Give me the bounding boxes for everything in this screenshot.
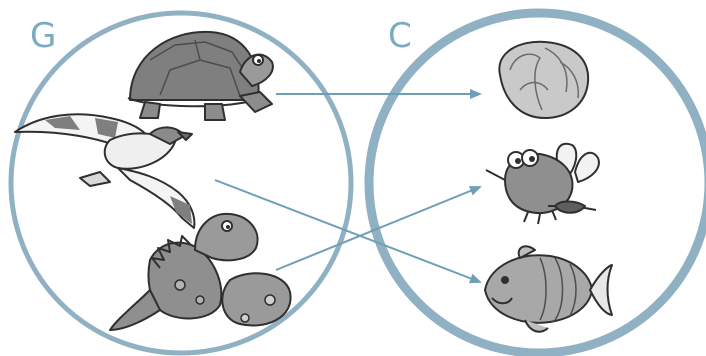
fish-drawing xyxy=(484,245,613,333)
arrow-albatross-to-fish xyxy=(214,179,482,284)
set-c-circle xyxy=(364,8,706,356)
fly-drawing xyxy=(485,142,600,225)
set-c-label: C xyxy=(388,16,412,56)
dinosaur-drawing xyxy=(109,212,292,331)
set-g-label: G xyxy=(30,16,57,56)
arrow-dinosaur-to-fly xyxy=(275,186,482,271)
set-g-circle xyxy=(8,10,354,356)
tortoise-drawing xyxy=(127,30,274,121)
albatross-drawing xyxy=(14,113,196,229)
cabbage-drawing xyxy=(498,40,590,119)
